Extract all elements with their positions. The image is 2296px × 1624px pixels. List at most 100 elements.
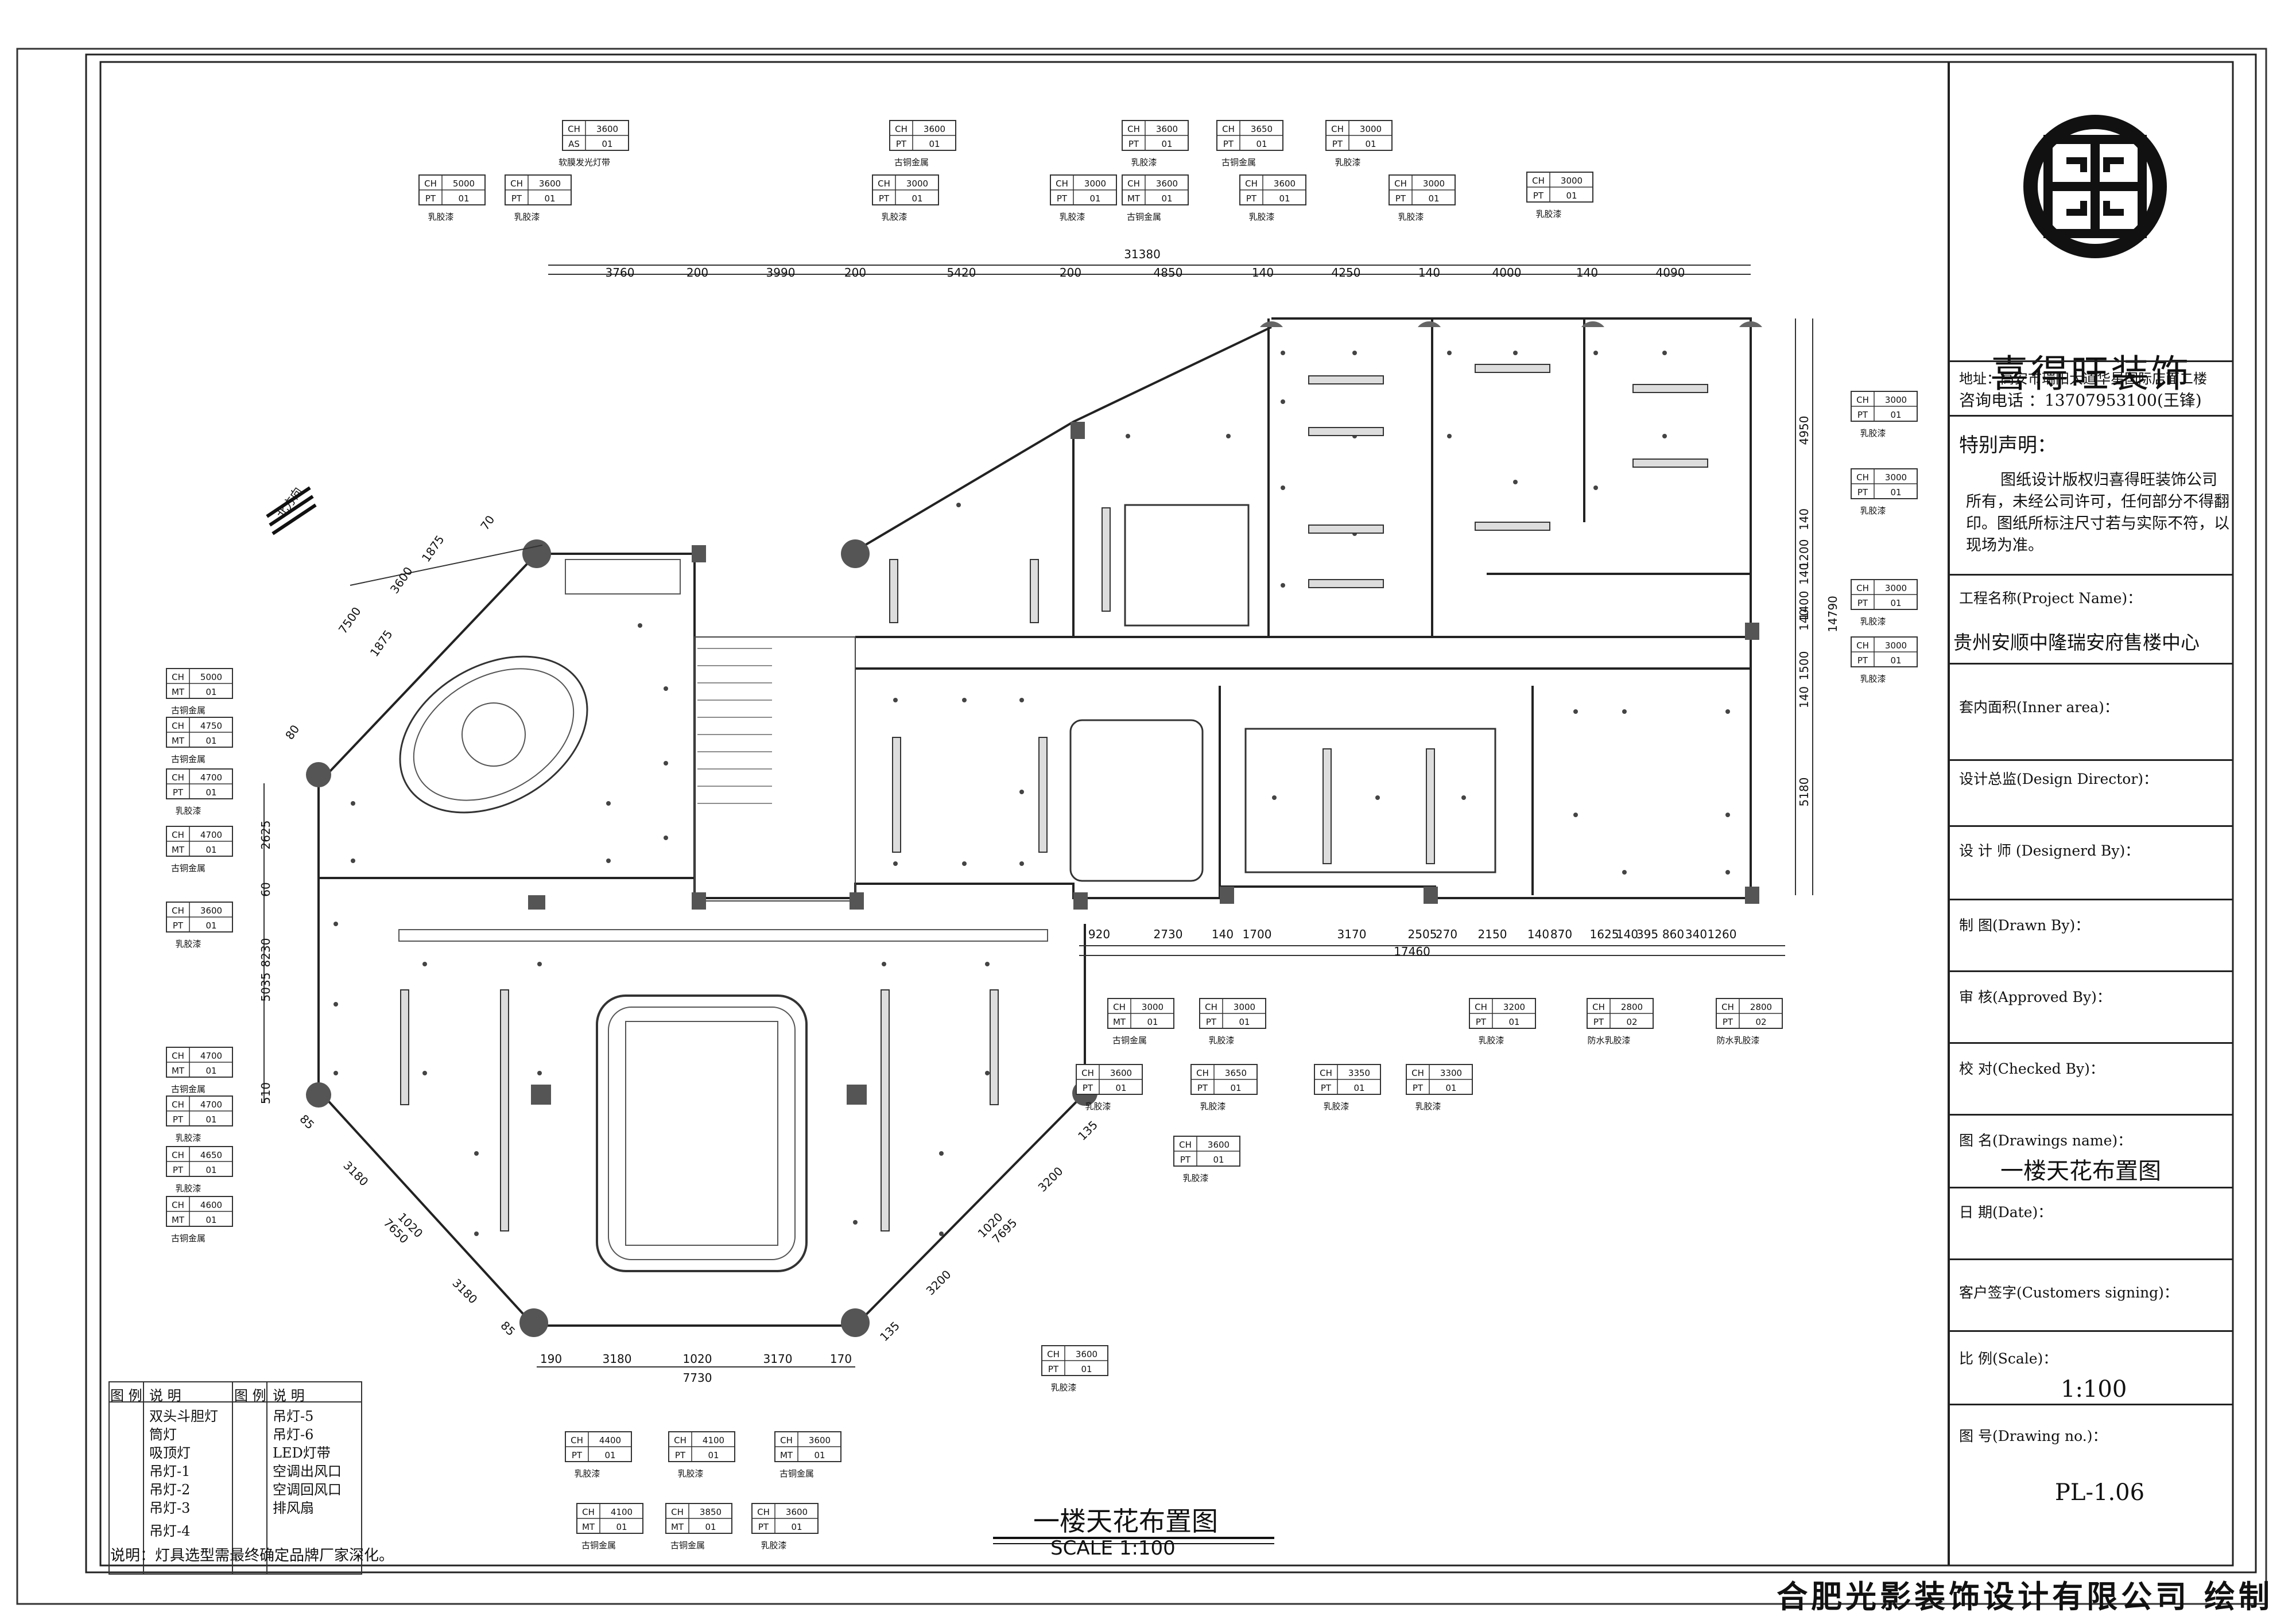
tag-caption: 乳胶漆 — [175, 939, 201, 949]
tag-label: PT — [572, 1450, 583, 1460]
tag-caption: 乳胶漆 — [1323, 1101, 1349, 1112]
chandelier — [461, 702, 526, 767]
legend-item: 双头斗胆灯 — [149, 1408, 218, 1424]
tag-label: PT — [1857, 410, 1868, 420]
dim-label: 1200 — [1797, 539, 1811, 569]
tag-label: PT — [1180, 1155, 1191, 1165]
tag-value: 01 — [814, 1450, 825, 1460]
dim-label: 5420 — [947, 266, 976, 279]
dim-label: 8230 — [259, 938, 273, 968]
tag-label: CH — [1113, 1002, 1126, 1012]
tag-label: MT — [172, 687, 185, 697]
tag-value: 3000 — [1885, 472, 1907, 483]
dim-label: 1500 — [1797, 651, 1811, 681]
tag-value: 3200 — [1503, 1002, 1525, 1012]
tag-caption: 乳胶漆 — [1860, 506, 1886, 516]
tag-label: PT — [1593, 1017, 1604, 1027]
dim-label: 140 — [1797, 508, 1811, 530]
tag-label: CH — [1856, 583, 1869, 593]
dim-label: 80 — [282, 722, 302, 743]
tag-label: MT — [172, 845, 185, 855]
tag-value: 01 — [205, 1114, 216, 1125]
tag-caption: 乳胶漆 — [1415, 1101, 1441, 1112]
tag-label: CH — [1196, 1068, 1209, 1078]
dim-total: 17460 — [1394, 945, 1430, 958]
tag-caption: 古铜金属 — [171, 1084, 205, 1094]
tag-label: CH — [1056, 178, 1068, 189]
tag-label: CH — [671, 1507, 684, 1517]
dim-label: 1875 — [367, 627, 395, 659]
tag-label: CH — [1222, 124, 1235, 134]
dim-label: 200 — [1060, 266, 1081, 279]
tag-caption: 乳胶漆 — [761, 1540, 786, 1551]
legend-table — [108, 1381, 362, 1575]
tag-label: PT — [1476, 1017, 1487, 1027]
dim-label: 140 — [1797, 609, 1811, 631]
tag-value: 01 — [1147, 1017, 1158, 1027]
tag-label: CH — [172, 1200, 184, 1210]
tag-value: 01 — [616, 1522, 627, 1532]
drawing-border — [99, 61, 2234, 1567]
tag-caption: 乳胶漆 — [1059, 212, 1085, 222]
tag-label: CH — [1394, 178, 1407, 189]
tag-value: 5000 — [453, 178, 475, 189]
dim-label: 3180 — [603, 1352, 632, 1366]
tag-caption: 古铜金属 — [581, 1540, 616, 1551]
tag-caption: 乳胶漆 — [1131, 157, 1157, 168]
legend-item: 空调回风口 — [273, 1482, 342, 1498]
dim-label: 860 — [1662, 927, 1684, 941]
dim-label: 2625 — [259, 821, 273, 850]
dim-label: 140 — [1616, 927, 1638, 941]
legend-item: 排风扇 — [273, 1500, 314, 1516]
legend-header-1: 图 例 — [110, 1388, 142, 1404]
tag-value: 3000 — [1234, 1002, 1255, 1012]
tag-value: 01 — [912, 193, 922, 204]
tag-value: 3850 — [700, 1507, 722, 1517]
dim-label: 2505 — [1408, 927, 1437, 941]
tag-value: 2800 — [1750, 1002, 1772, 1012]
director-label: 设计总监(Design Director)： — [1959, 771, 2158, 787]
tag-label: CH — [1721, 1002, 1734, 1012]
tag-label: CH — [1331, 124, 1344, 134]
dim-label: 200 — [844, 266, 866, 279]
tag-label: CH — [1179, 1140, 1192, 1150]
tag-value: 01 — [1445, 1083, 1456, 1093]
dim-label: 60 — [259, 882, 273, 896]
tag-label: MT — [172, 1215, 185, 1225]
tag-caption: 乳胶漆 — [175, 1133, 201, 1143]
tag-label: PT — [1083, 1083, 1093, 1093]
dim-label: 7500 — [336, 604, 364, 636]
legend-note: 说明：灯具选型需最终确定品牌厂家深化。 — [110, 1547, 394, 1564]
company-logo-icon — [2023, 115, 2167, 258]
dim-label: 140 — [1576, 266, 1598, 279]
tag-value: 01 — [1256, 139, 1267, 149]
tag-value: 3600 — [809, 1435, 831, 1446]
dimension-lines — [263, 265, 1813, 1367]
tag-value: 01 — [205, 920, 216, 931]
tag-value: 3600 — [200, 906, 222, 916]
scale-value: 1:100 — [2061, 1376, 2127, 1402]
tag-caption: 乳胶漆 — [1085, 1101, 1111, 1112]
dim-label: 3600 — [387, 564, 416, 596]
dim-label: 140 — [1212, 927, 1234, 941]
tag-caption: 乳胶漆 — [1860, 428, 1886, 438]
square-ceiling-2 — [1244, 728, 1496, 873]
tag-label: PT — [1857, 487, 1868, 498]
statement-title: 特别声明： — [1959, 434, 2057, 457]
dim-label: 1400 — [1797, 591, 1811, 620]
tag-value: 3000 — [1885, 583, 1907, 593]
tag-caption: 乳胶漆 — [1478, 1035, 1504, 1046]
tag-value: 3350 — [1348, 1068, 1370, 1078]
tag-caption: 古铜金属 — [171, 754, 205, 764]
legend-item: 吸顶灯 — [149, 1445, 191, 1461]
tag-label: CH — [172, 672, 184, 682]
drawing-no-value: PL-1.06 — [2055, 1479, 2145, 1506]
tag-value: 01 — [791, 1522, 802, 1532]
tag-label: CH — [757, 1507, 770, 1517]
project-value: 贵州安顺中隆瑞安府售楼中心 — [1953, 631, 2200, 654]
